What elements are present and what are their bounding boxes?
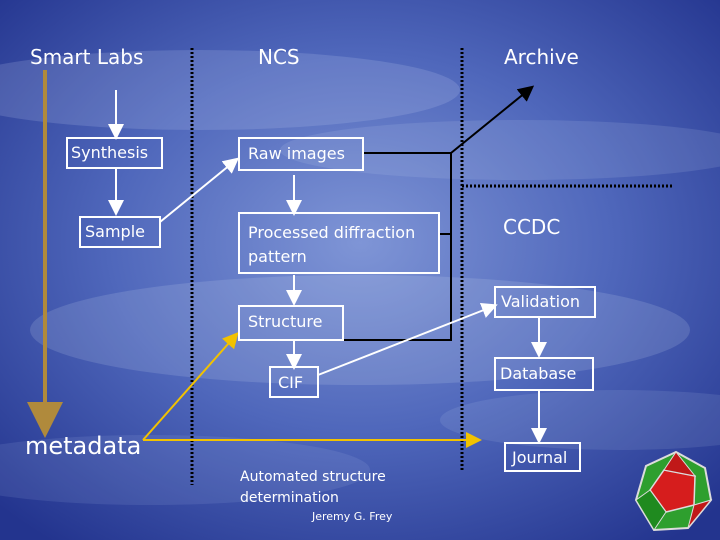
automated-structure-line-2: determination — [240, 490, 339, 506]
node-database: Database — [494, 357, 594, 391]
column-smart-labs: Smart Labs — [30, 45, 144, 69]
node-journal: Journal — [504, 442, 581, 472]
node-raw-images: Raw images — [238, 137, 364, 171]
node-validation: Validation — [494, 286, 596, 318]
node-processed-diffraction: Processed diffraction pattern — [238, 212, 440, 274]
processed-line-1: Processed diffraction — [248, 223, 416, 242]
polyhedron-icon — [634, 450, 713, 532]
node-structure: Structure — [238, 305, 344, 341]
column-archive: Archive — [504, 45, 579, 69]
node-sample: Sample — [79, 216, 161, 248]
column-ncs: NCS — [258, 45, 300, 69]
node-synthesis: Synthesis — [66, 137, 163, 169]
author-credit: Jeremy G. Frey — [312, 510, 393, 523]
column-ccdc: CCDC — [503, 215, 561, 239]
processed-line-2: pattern — [248, 247, 307, 266]
node-cif: CIF — [269, 366, 319, 398]
automated-structure-line-1: Automated structure — [240, 469, 386, 485]
metadata-label: metadata — [25, 432, 142, 460]
